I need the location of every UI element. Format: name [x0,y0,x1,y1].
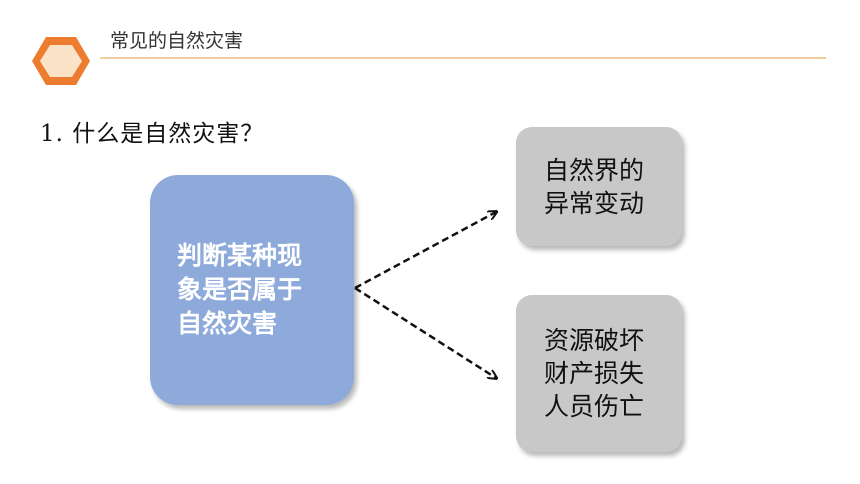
outcome-1-line-1: 自然界的 [544,155,645,185]
arrow-to-top-box [354,212,496,290]
outcome-2-line-2: 财产损失 [544,359,645,388]
outcome-text-1: 自然界的 异常变动 [544,154,654,220]
arrow-to-bottom-box [354,286,496,378]
main-concept-box: 判断某种现 象是否属于 自然灾害 [150,175,354,405]
outcome-2-line-1: 资源破坏 [544,326,645,355]
outcome-1-line-2: 异常变动 [544,188,645,218]
outcome-2-line-3: 人员伤亡 [544,392,645,421]
main-concept-text: 判断某种现 象是否属于 自然灾害 [177,239,327,341]
main-line-1: 判断某种现 [177,241,303,270]
outcome-box-natural-change: 自然界的 异常变动 [516,127,682,246]
hexagon-icon [32,37,90,85]
main-line-2: 象是否属于 [177,275,303,304]
page-title: 常见的自然灾害 [110,30,244,52]
outcome-box-losses: 资源破坏 财产损失 人员伤亡 [516,295,682,452]
outcome-text-2: 资源破坏 财产损失 人员伤亡 [544,324,654,423]
question-heading: 1. 什么是自然灾害？ [40,121,265,147]
header-divider [100,57,826,59]
main-line-3: 自然灾害 [177,309,278,338]
